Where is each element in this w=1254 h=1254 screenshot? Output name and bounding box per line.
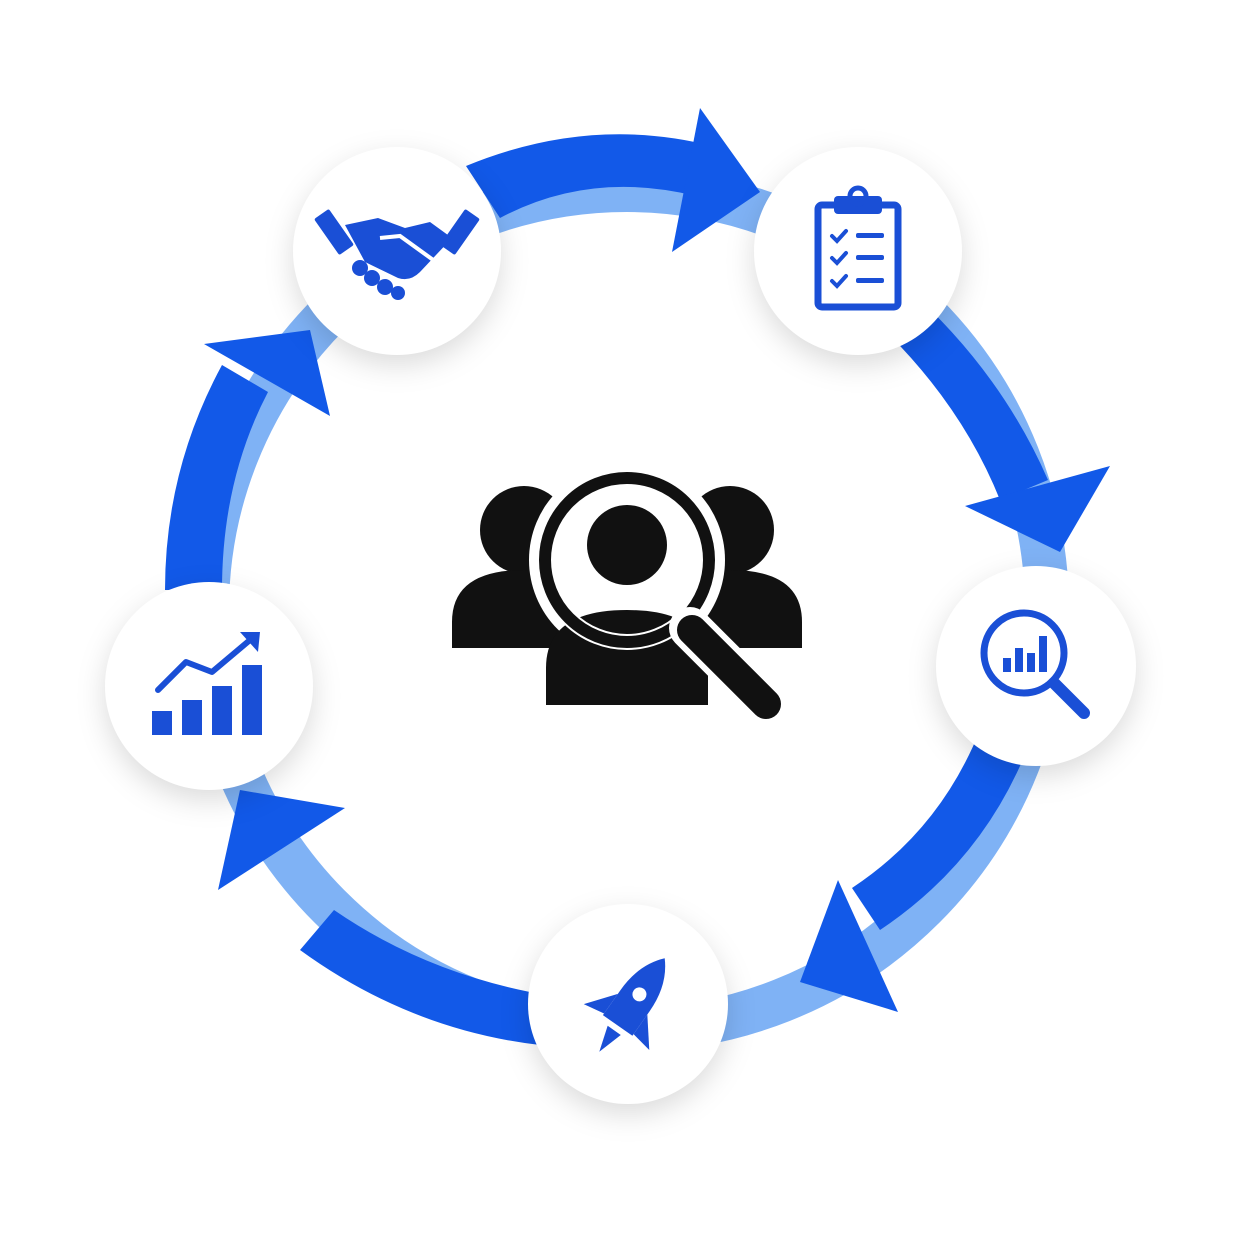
rocket-icon <box>583 958 666 1052</box>
cycle-arrows <box>165 108 1110 1045</box>
step-node-rocket <box>528 904 728 1104</box>
arrow-segment-3 <box>800 730 1030 1012</box>
arrow-segment-1 <box>466 108 760 252</box>
step-node-handshake <box>293 147 501 355</box>
step-node-analytics <box>936 566 1136 766</box>
handshake-icon <box>314 209 480 300</box>
arrow-segment-5 <box>165 330 330 590</box>
clipboard-checklist-icon <box>814 185 902 311</box>
user-search-icon <box>452 462 802 727</box>
arrow-segment-2 <box>872 286 1110 552</box>
growth-chart-icon <box>152 632 262 735</box>
arrow-segment-4 <box>218 790 552 1045</box>
step-node-clipboard <box>754 147 962 355</box>
step-node-growth <box>105 582 313 790</box>
analytics-search-icon <box>980 609 1090 719</box>
